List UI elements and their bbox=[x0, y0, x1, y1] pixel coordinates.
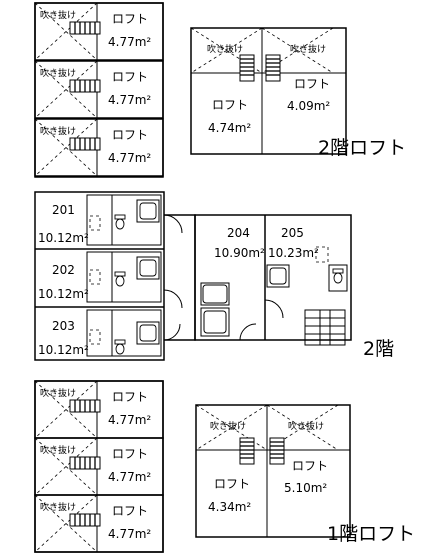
fukinuke-label: 吹き抜け bbox=[40, 501, 76, 513]
room-area: 10.23m² bbox=[268, 246, 319, 260]
area-unit: m² bbox=[72, 231, 89, 245]
loft-area: 4.77m² bbox=[108, 35, 151, 49]
loft-area: 5.10m² bbox=[284, 481, 327, 495]
loft-area: 4.34m² bbox=[208, 500, 251, 514]
fukinuke-label: 吹き抜け bbox=[40, 9, 76, 21]
room-area: 10.90m² bbox=[214, 246, 265, 260]
floor2-plan bbox=[34, 191, 352, 361]
fukinuke-label: 吹き抜け bbox=[288, 420, 324, 432]
area-unit: m² bbox=[135, 151, 152, 165]
floor2-title: 2階 bbox=[363, 338, 394, 360]
area-unit: m² bbox=[248, 246, 265, 260]
room-number: 205 bbox=[281, 226, 304, 240]
loft-label: ロフト bbox=[112, 504, 148, 518]
area-unit: m² bbox=[135, 413, 152, 427]
room-area: 10.12m² bbox=[38, 343, 89, 357]
room-number: 204 bbox=[227, 226, 250, 240]
area-unit: m² bbox=[135, 470, 152, 484]
room-number: 201 bbox=[52, 203, 75, 217]
loft-area: 4.74m² bbox=[208, 121, 251, 135]
loft-label: ロフト bbox=[112, 447, 148, 461]
fukinuke-label: 吹き抜け bbox=[210, 420, 246, 432]
area-unit: m² bbox=[135, 93, 152, 107]
room-area: 10.12m² bbox=[38, 231, 89, 245]
loft-label: ロフト bbox=[112, 128, 148, 142]
loft2-right-block bbox=[190, 27, 347, 155]
loft-label: ロフト bbox=[214, 477, 250, 491]
area-unit: m² bbox=[235, 121, 252, 135]
area-unit: m² bbox=[72, 343, 89, 357]
fukinuke-label: 吹き抜け bbox=[290, 43, 326, 55]
loft-area: 4.77m² bbox=[108, 470, 151, 484]
fukinuke-label: 吹き抜け bbox=[40, 387, 76, 399]
room-number: 202 bbox=[52, 263, 75, 277]
fukinuke-label: 吹き抜け bbox=[40, 125, 76, 137]
room-area: 10.12m² bbox=[38, 287, 89, 301]
floor1-loft-title: 1階ロフト bbox=[327, 523, 415, 545]
loft-label: ロフト bbox=[292, 459, 328, 473]
loft1-right-block bbox=[195, 404, 351, 538]
loft-label: ロフト bbox=[112, 70, 148, 84]
loft-label: ロフト bbox=[112, 390, 148, 404]
labels: 吹き抜け ロフト 4.77m² 吹き抜け ロフト 4.77m² 吹き抜け ロフト… bbox=[38, 9, 415, 545]
floor2-loft-title: 2階ロフト bbox=[318, 137, 406, 159]
fukinuke-label: 吹き抜け bbox=[40, 67, 76, 79]
loft-area: 4.77m² bbox=[108, 93, 151, 107]
loft2-left-stack bbox=[34, 2, 164, 178]
area-unit: m² bbox=[314, 99, 331, 113]
loft-area: 4.09m² bbox=[287, 99, 330, 113]
area-unit: m² bbox=[311, 481, 328, 495]
loft-area: 4.77m² bbox=[108, 151, 151, 165]
loft-label: ロフト bbox=[294, 77, 330, 91]
room-number: 203 bbox=[52, 319, 75, 333]
area-unit: m² bbox=[235, 500, 252, 514]
fukinuke-label: 吹き抜け bbox=[207, 43, 243, 55]
area-unit: m² bbox=[302, 246, 319, 260]
loft-label: ロフト bbox=[212, 98, 248, 112]
area-unit: m² bbox=[135, 35, 152, 49]
area-unit: m² bbox=[135, 527, 152, 541]
loft-area: 4.77m² bbox=[108, 413, 151, 427]
loft-area: 4.77m² bbox=[108, 527, 151, 541]
fukinuke-label: 吹き抜け bbox=[40, 444, 76, 456]
area-unit: m² bbox=[72, 287, 89, 301]
loft-label: ロフト bbox=[112, 12, 148, 26]
loft1-left-stack bbox=[34, 380, 164, 553]
